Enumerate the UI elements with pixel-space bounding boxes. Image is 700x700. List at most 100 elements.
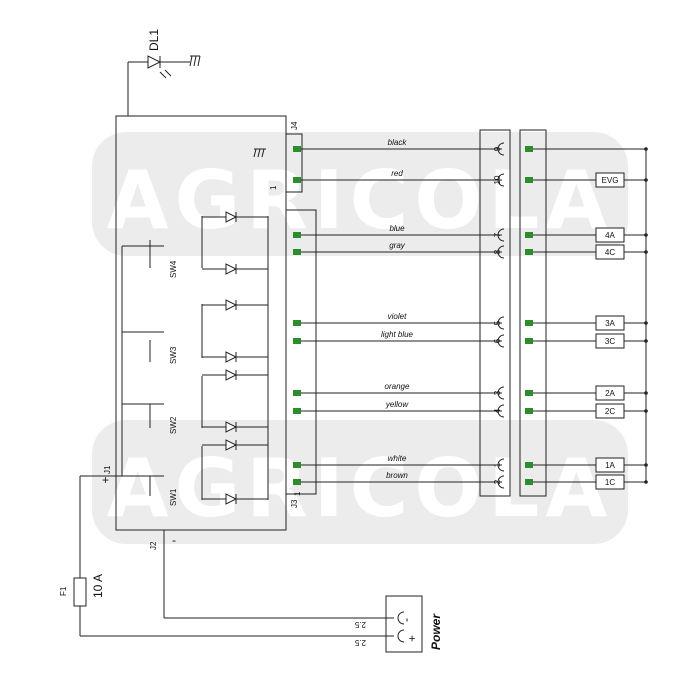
- output-label: 1C: [605, 478, 615, 487]
- output-box-light-blue: [595, 333, 625, 349]
- terminal-pin-white: [525, 462, 533, 468]
- terminal-pin-number: 10: [493, 175, 502, 184]
- output-label: 4C: [605, 248, 615, 257]
- fuse-rating: 10 A: [91, 574, 105, 598]
- wire-row-white: white 1 1A: [293, 454, 648, 473]
- output-box-violet: [595, 315, 625, 331]
- board-pin-brown: [293, 479, 301, 485]
- wire-color-label: light blue: [381, 330, 414, 339]
- terminal-socket-white: [497, 458, 505, 472]
- terminal-socket-orange: [497, 386, 505, 400]
- watermark-text-top: AGRICOLA: [107, 154, 614, 247]
- connector-j4: [285, 133, 303, 193]
- ground-icon: [253, 148, 266, 158]
- watermark-text-bottom: AGRICOLA: [107, 442, 614, 535]
- junction-dot: [644, 321, 648, 325]
- terminal-socket-red: [497, 173, 505, 187]
- junction-dot: [644, 250, 648, 254]
- wire-color-label: violet: [388, 312, 407, 321]
- terminal-socket-black: [497, 142, 505, 156]
- wire-color-label: black: [388, 138, 408, 147]
- terminal-pin-black: [525, 146, 533, 152]
- junction-dot: [644, 480, 648, 484]
- switch-label-sw3: SW3: [169, 346, 178, 364]
- diode-links: [202, 216, 268, 500]
- minus-sign: -: [172, 533, 176, 547]
- terminal-pin-number: 5: [493, 320, 502, 325]
- watermark-band-top: [92, 132, 628, 256]
- terminal-block-right: [519, 129, 547, 497]
- terminal-pin-orange: [525, 390, 533, 396]
- terminal-pin-number: 3: [493, 390, 502, 395]
- output-label: 4A: [605, 231, 615, 240]
- output-label: 2C: [605, 407, 615, 416]
- junction-dot: [644, 463, 648, 467]
- wire-color-label: white: [388, 454, 407, 463]
- board-pin-red: [293, 177, 301, 183]
- junction-dot: [644, 409, 648, 413]
- switch-label-sw1: SW1: [169, 488, 178, 506]
- output-box-orange: [595, 385, 625, 401]
- junction-dot: [644, 147, 648, 151]
- wire-row-violet: violet 5 3A: [293, 312, 648, 331]
- output-box-blue: [595, 227, 625, 243]
- terminal-pin-number: 1: [493, 462, 502, 467]
- terminal-pin-gray: [525, 249, 533, 255]
- board-pin-light-blue: [293, 338, 301, 344]
- power-terminal-minus-size: 2.5: [354, 620, 366, 629]
- terminal-pin-brown: [525, 479, 533, 485]
- switch-label-sw2: SW2: [169, 416, 178, 434]
- board-pin-white: [293, 462, 301, 468]
- connector-j3: [285, 209, 317, 495]
- wire-row-yellow: yellow 4 2C: [293, 400, 648, 419]
- output-label: 3C: [605, 337, 615, 346]
- wire-color-label: yellow: [385, 400, 409, 409]
- wire-row-blue: blue 7 4A: [293, 224, 648, 243]
- output-box-yellow: [595, 403, 625, 419]
- board-pin-orange: [293, 390, 301, 396]
- wire-color-label: blue: [389, 224, 405, 233]
- output-label: 2A: [605, 389, 615, 398]
- j2-label: J2: [149, 541, 158, 550]
- terminal-pin-yellow: [525, 408, 533, 414]
- j4-label: J4: [290, 121, 299, 130]
- plus-sign: +: [102, 473, 109, 487]
- power-minus: -: [399, 618, 413, 622]
- power-terminal-plus-size: 2.5: [354, 638, 366, 647]
- j4-pin-one: 1: [269, 185, 278, 190]
- output-label: 3A: [605, 319, 615, 328]
- wire-color-label: red: [391, 169, 403, 178]
- terminal-pin-number: 4: [493, 408, 502, 413]
- terminal-socket-blue: [497, 228, 505, 242]
- board-pin-black: [293, 146, 301, 152]
- terminal-pin-number: 7: [493, 232, 502, 237]
- terminal-pin-number: 2: [493, 479, 502, 484]
- wire-row-red: red 10 EVG: [293, 169, 648, 188]
- terminal-pin-number: 6: [493, 338, 502, 343]
- terminal-socket-yellow: [497, 404, 505, 418]
- junction-dot: [644, 233, 648, 237]
- junction-dot: [644, 339, 648, 343]
- j3-label: J3: [290, 499, 299, 508]
- output-label: 1A: [605, 461, 615, 470]
- j3-pin-one: 1: [293, 491, 302, 496]
- terminal-pin-light-blue: [525, 338, 533, 344]
- output-box-white: [595, 457, 625, 473]
- output-box-gray: [595, 244, 625, 260]
- board-pin-gray: [293, 249, 301, 255]
- output-label: EVG: [602, 176, 619, 185]
- switch-circuitry: [80, 216, 269, 500]
- output-box-red: [595, 172, 625, 188]
- terminal-socket-gray: [497, 245, 505, 259]
- board-pin-violet: [293, 320, 301, 326]
- terminal-block-left: [479, 129, 511, 497]
- power-socket-icon: [397, 611, 405, 643]
- power-plus: +: [405, 635, 419, 642]
- terminal-socket-violet: [497, 316, 505, 330]
